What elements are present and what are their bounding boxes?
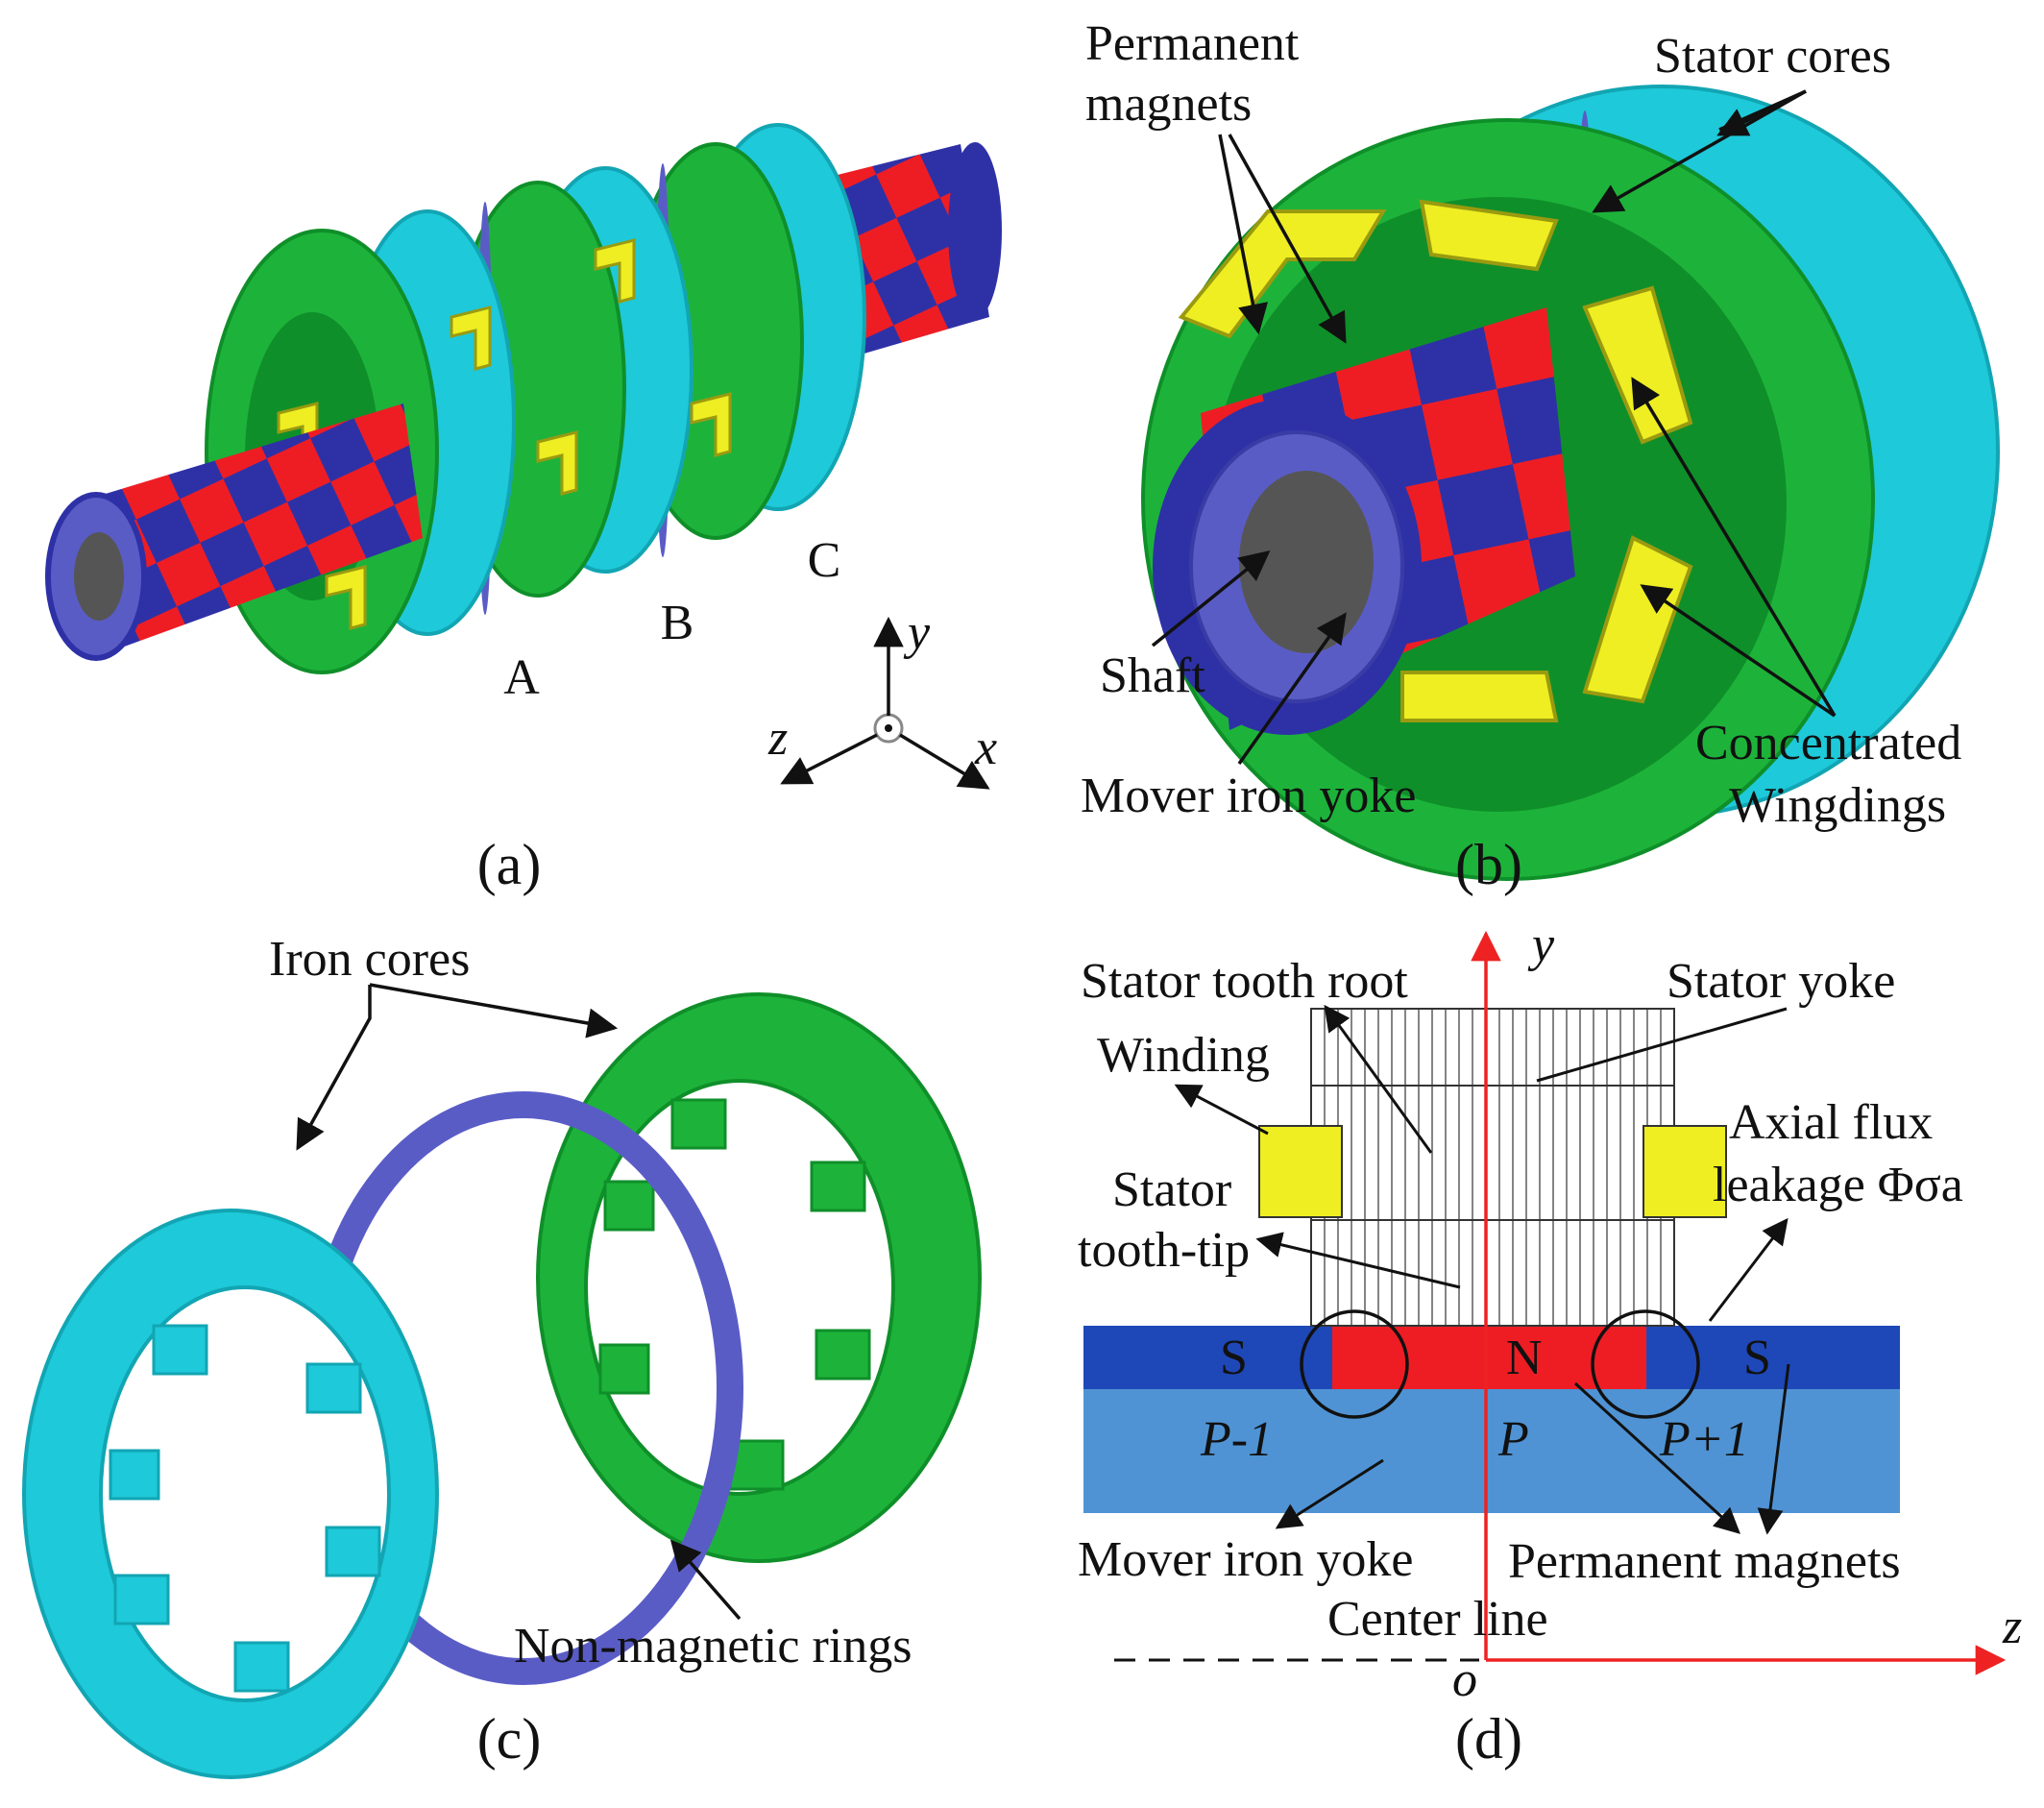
caption-b: (b) [1455,833,1522,896]
winding-coil [690,392,732,457]
phase-a-label: A [503,650,540,705]
axial-flux-leader [1708,1217,1788,1322]
flux-loop-left [1300,1309,1409,1419]
d-pm-label: Permanent magnets [1508,1534,1901,1589]
pole-p-minus-1: P-1 [1200,1412,1273,1467]
stator-tooth-root-label: Stator tooth root [1081,954,1408,1009]
axis-z-label: z [767,711,788,766]
axial-flux-label-2: leakage Φσa [1713,1158,1963,1212]
pole-p-plus-1: P+1 [1659,1412,1749,1467]
green-iron-core [536,992,982,1563]
windings-leader-1 [1631,377,1837,717]
d-mover-yoke-label: Mover iron yoke [1078,1532,1413,1587]
z-axis-arrow [780,733,878,785]
winding-coil [536,430,578,496]
d-pm-leader-1 [1573,1381,1740,1534]
right-shaft-end [948,142,1002,319]
winding-leader [1174,1084,1269,1136]
mover-yoke-label: Mover iron yoke [1081,769,1416,823]
mover-yoke-leader [1237,612,1347,766]
axis-x-label: x [974,721,997,775]
pole-p: P [1497,1412,1529,1467]
winding-coil [1419,199,1559,272]
iron-cores-label: Iron cores [269,932,470,987]
stator-tip-label-2: tooth-tip [1078,1223,1250,1278]
left-mover-shaft [86,403,423,653]
d-axis-y: y [1527,917,1555,972]
panel-d: y z o Stator tooth root Stator yoke Wind… [1078,917,2022,1771]
panel-b: Permanent magnets Stator cores Shaft Mov… [1081,16,2000,896]
winding-left [1258,1125,1343,1218]
non-magnetic-leader [669,1539,742,1621]
cyan-iron-core [22,1209,439,1779]
caption-a: (a) [477,833,542,896]
winding-right [1642,1125,1727,1218]
pm-leader-2 [1228,134,1347,344]
winding-coil [594,238,636,304]
windings-leader-2 [1640,584,1836,718]
winding-coil [325,565,367,630]
stator-block [1310,1008,1675,1327]
winding-coil [1400,671,1559,722]
stator-tip-label-1: Stator [1112,1162,1231,1217]
pole-s-right: S [1743,1331,1771,1385]
winding-coil [450,305,492,371]
shaft-leader [1151,550,1271,647]
panel-a: A B C y z x (a) [45,123,1002,896]
pole-s-left: S [1220,1331,1248,1385]
stator-leader-1 [1592,89,1807,213]
shaft-end [74,532,124,621]
pm-label-line1: Permanent [1085,16,1300,71]
winding-coil [1178,209,1387,339]
shaft-label: Shaft [1100,648,1205,703]
winding-coil [1582,285,1693,445]
shaft-end [1239,471,1374,653]
axial-flux-label-1: Axial flux [1729,1095,1933,1150]
d-mover-yoke-leader [1275,1458,1384,1529]
panel-c: Iron cores Non-magnetic rings (c) [22,932,982,1779]
motor-assembly-3d [45,123,1002,674]
pm-leader-1 [1218,134,1269,335]
pm-label-line2: magnets [1085,77,1252,132]
winding-label: Winding [1097,1028,1270,1083]
phase-c-label: C [808,533,841,588]
coordinate-axes-a: y z x [767,605,997,790]
d-pm-leader-2 [1757,1363,1790,1535]
d-origin: o [1452,1652,1477,1707]
non-magnetic-label: Non-magnetic rings [514,1619,912,1674]
stator-rings [205,123,866,674]
caption-d: (d) [1455,1707,1522,1771]
tooth-tip-leader [1255,1232,1461,1289]
caption-c: (c) [477,1707,542,1771]
center-line-label: Center line [1327,1592,1548,1647]
winding-coil [1582,535,1693,704]
flux-loop-right [1591,1309,1700,1419]
motor-cross-section-3d [1141,85,2000,881]
concentrated-windings [1178,199,1693,722]
d-axis-z: z [2002,1600,2022,1654]
stator-yoke-leader [1536,1007,1788,1083]
pole-n: N [1506,1331,1543,1385]
x-axis-arrow [899,733,990,790]
axis-y-label: y [903,605,931,660]
windings-label-line2: Wingdings [1729,778,1946,833]
phase-b-label: B [661,596,694,650]
stator-yoke-label: Stator yoke [1667,954,1895,1009]
stator-cores-label: Stator cores [1654,29,1891,84]
iron-cores-leader-2 [296,985,372,1151]
tooth-root-leader [1324,1004,1433,1154]
windings-label-line1: Concentrated [1695,716,1961,770]
iron-cores-leader-1 [369,983,619,1038]
stator-leader-2 [1716,89,1807,136]
